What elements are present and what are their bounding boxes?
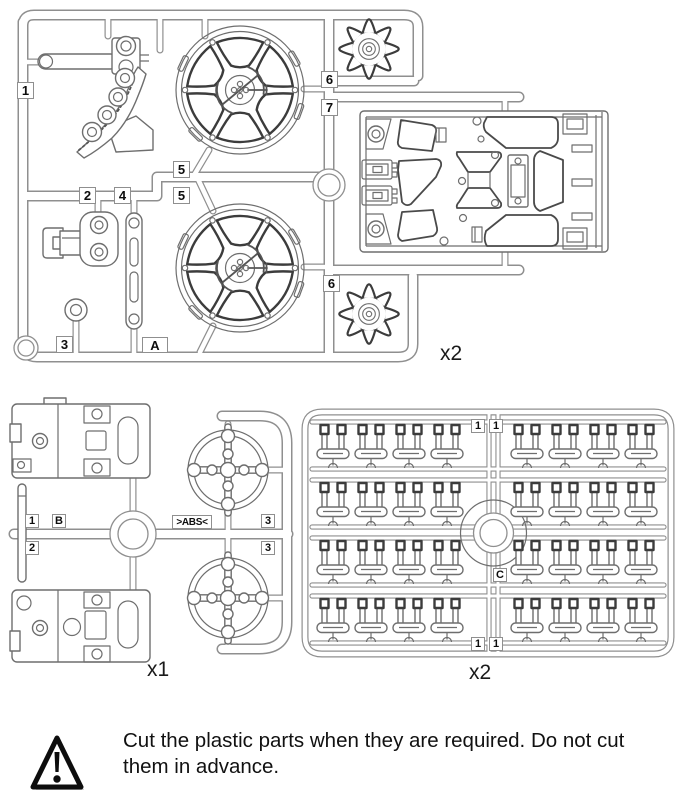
sprue-c — [301, 408, 675, 658]
part-label-c1-bottom-left: 1 — [471, 637, 485, 651]
part-label-a2: 2 — [79, 187, 96, 204]
part-label-c1-bottom-right: 1 — [489, 637, 503, 651]
part-link-rod — [125, 212, 143, 330]
part-ring — [64, 298, 88, 322]
part-label-b3-upper: 3 — [261, 514, 275, 528]
sprue-a-quantity: x2 — [440, 342, 463, 365]
sprue-b-quantity: x1 — [147, 658, 170, 681]
sprue-a-letter-label: A — [142, 337, 168, 353]
part-label-a7: 7 — [321, 99, 338, 116]
part-lower-hull — [359, 110, 609, 253]
part-label-a3: 3 — [56, 336, 73, 353]
part-label-a6-lower: 6 — [323, 275, 340, 292]
part-label-b1: 1 — [25, 514, 39, 528]
part-label-c1-top-right: 1 — [489, 419, 503, 433]
part-label-a5-lower: 5 — [173, 187, 190, 204]
warning-triangle-icon — [30, 735, 84, 790]
part-suspension-arm — [37, 35, 154, 159]
sprue-a — [13, 9, 609, 363]
part-label-c1-top-left: 1 — [471, 419, 485, 433]
part-label-a1: 1 — [17, 82, 34, 99]
part-label-b2: 2 — [25, 541, 39, 555]
part-label-b3-lower: 3 — [261, 541, 275, 555]
part-bracket — [42, 211, 119, 267]
part-axle-pin — [17, 483, 27, 583]
sprue-b-letter-label: B — [52, 514, 66, 528]
material-mark-label: >ABS< — [172, 515, 212, 529]
warning-note: Cut the plastic parts when they are requ… — [30, 728, 670, 797]
sprue-c-quantity: x2 — [469, 661, 492, 684]
part-label-a4: 4 — [114, 187, 131, 204]
warning-text: Cut the plastic parts when they are requ… — [123, 729, 625, 778]
part-gearbox-plate-bottom — [9, 589, 151, 663]
part-label-a6-upper: 6 — [321, 71, 338, 88]
part-label-a5-upper: 5 — [173, 161, 190, 178]
sprue-b — [8, 397, 294, 663]
sprue-c-letter-label: C — [493, 568, 507, 582]
part-gearbox-plate-top — [9, 397, 151, 479]
